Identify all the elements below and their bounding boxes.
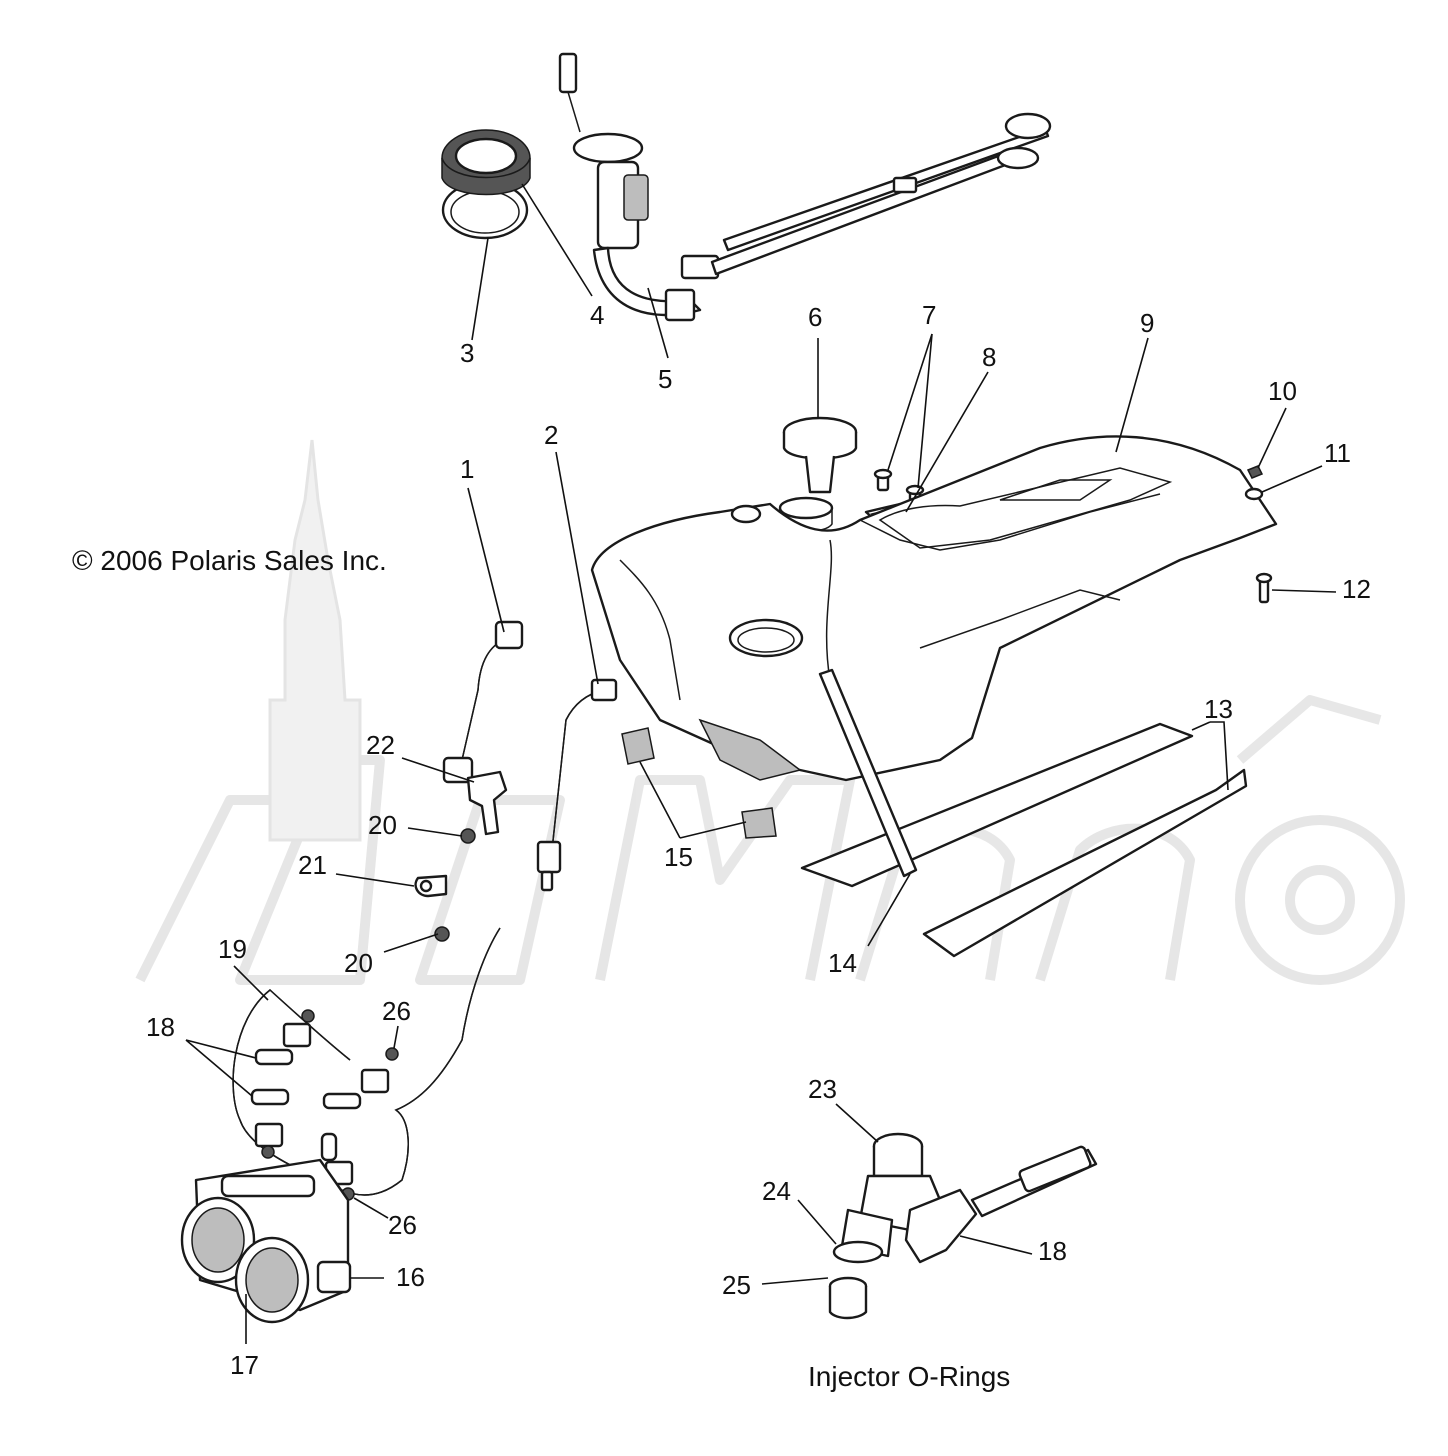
callout-20-upper: 20 [368, 810, 397, 840]
callout-26-upper: 26 [382, 996, 411, 1026]
part-14-vent-rod [818, 668, 918, 878]
callout-22: 22 [366, 730, 395, 760]
part-15-pads [621, 727, 777, 839]
part-6-fuel-cap [778, 416, 858, 533]
callout-4: 4 [590, 300, 604, 330]
callout-5: 5 [658, 364, 672, 394]
part-5-fuel-pump-assembly [558, 52, 1052, 322]
part-11-washer [1244, 487, 1264, 501]
part-22-clip [466, 770, 508, 836]
callout-2: 2 [544, 420, 558, 450]
callout-10: 10 [1268, 376, 1297, 406]
part-7-bolts [873, 468, 925, 508]
callout-8: 8 [982, 342, 996, 372]
callout-13: 13 [1204, 694, 1233, 724]
callout-18-left: 18 [146, 1012, 175, 1042]
part-3-seal-ring [441, 180, 529, 240]
part-4-lock-ring [441, 129, 531, 196]
part-1-fuel-hose [442, 620, 524, 784]
part-17-throttle-body [180, 1158, 350, 1324]
callout-11: 11 [1324, 438, 1351, 468]
callout-17: 17 [230, 1350, 259, 1380]
callout-7: 7 [922, 300, 936, 330]
part-18-injectors [250, 1048, 362, 1162]
part-16-sensor [316, 1260, 352, 1294]
callout-12: 12 [1342, 574, 1371, 604]
part-12-bolt [1255, 572, 1273, 604]
callout-15: 15 [664, 842, 693, 872]
leader-lines [185, 183, 1337, 1344]
part-19-fuel-rail [232, 927, 501, 1196]
callout-21: 21 [298, 850, 327, 880]
callout-19: 19 [218, 934, 247, 964]
callout-6: 6 [808, 302, 822, 332]
part-2-fuel-line [536, 678, 618, 892]
callout-18-right: 18 [1038, 1236, 1067, 1266]
part-20-screw-upper [460, 828, 476, 844]
injector-detail [828, 1132, 1098, 1320]
callout-9: 9 [1140, 308, 1154, 338]
callout-14: 14 [828, 948, 857, 978]
callout-1: 1 [460, 454, 474, 484]
callout-25: 25 [722, 1270, 751, 1300]
part-21-clip [414, 874, 448, 898]
part-9-fuel-tank [590, 435, 1278, 782]
part-20-screw-lower [434, 926, 450, 942]
callout-16: 16 [396, 1262, 425, 1292]
callout-3: 3 [460, 338, 474, 368]
callout-24: 24 [762, 1176, 791, 1206]
callout-23: 23 [808, 1074, 837, 1104]
copyright-text: © 2006 Polaris Sales Inc. [72, 545, 387, 576]
callout-26-lower: 26 [388, 1210, 417, 1240]
callout-labels: 1 2 3 4 5 6 7 8 9 10 11 12 13 14 15 16 1… [146, 300, 1371, 1380]
callout-20-lower: 20 [344, 948, 373, 978]
part-10-nut [1246, 465, 1264, 479]
injector-caption: Injector O-Rings [808, 1361, 1010, 1392]
